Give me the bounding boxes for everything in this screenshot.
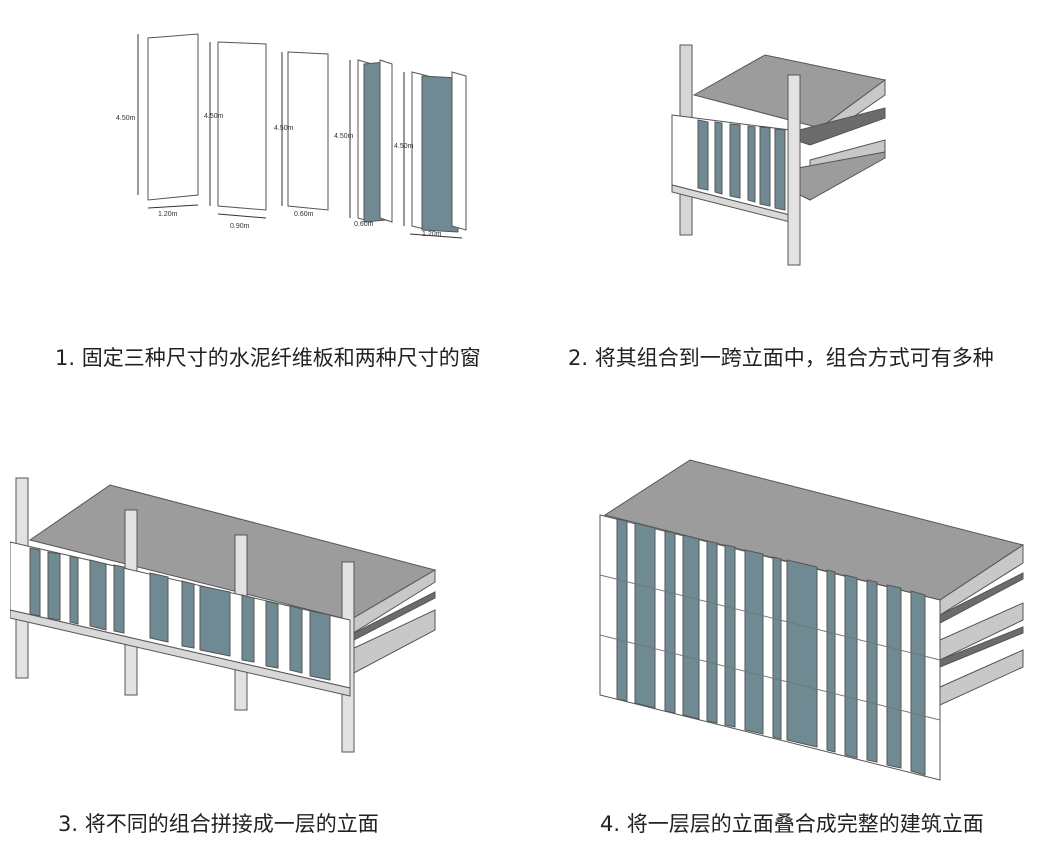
panel-2-height-label: 4.50m	[204, 113, 224, 120]
step3-window-strips	[29, 547, 331, 681]
step4-caption: 4. 将一层层的立面叠合成完整的建筑立面	[600, 812, 984, 836]
window-0-60m	[349, 59, 393, 223]
panel-5-height-label: 4.50m	[394, 143, 414, 150]
step2-caption: 2. 将其组合到一跨立面中，组合方式可有多种	[568, 346, 994, 370]
step2-one-bay-drawing	[671, 44, 887, 266]
window-1-20m	[403, 71, 467, 239]
fiber-board-1-20m	[137, 33, 199, 209]
step1-caption: 1. 固定三种尺寸的水泥纤维板和两种尺寸的窗	[55, 346, 481, 370]
panel-2-width-label: 0.90m	[230, 223, 250, 230]
panel-1-width-label: 1.20m	[158, 211, 178, 218]
panel-4-width-label: 0.60m	[354, 221, 374, 228]
panel-1-height-label: 4.50m	[116, 115, 136, 122]
step4-window-strips	[616, 518, 926, 776]
panel-4-height-label: 4.50m	[334, 133, 354, 140]
fiber-board-0-90m	[209, 41, 267, 219]
step4-full-facade-drawing	[599, 459, 1025, 781]
panel-3-height-label: 4.50m	[274, 125, 294, 132]
step3-caption: 3. 将不同的组合拼接成一层的立面	[58, 812, 379, 836]
panel-3-width-label: 0.60m	[294, 211, 314, 218]
fiber-board-0-60m	[281, 51, 329, 211]
step1-components-drawing: 4.50m 1.20m 4.50m 0.90m 4.50m 0.60m 4.50…	[116, 33, 467, 239]
panel-5-width-label: 1.20m	[422, 231, 442, 238]
step3-one-storey-drawing	[10, 477, 437, 753]
